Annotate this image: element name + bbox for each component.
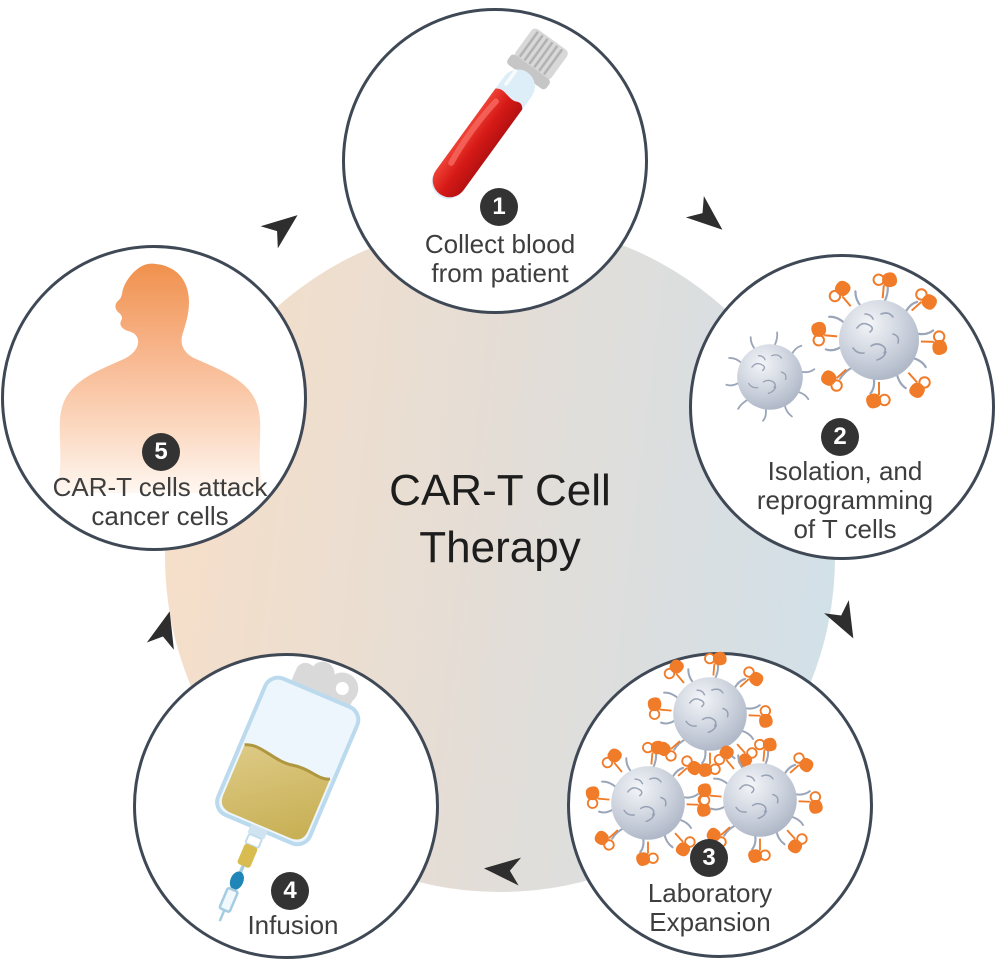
diagram-title: CAR-T Cell Therapy: [340, 462, 660, 576]
step-2-label: Isolation, and reprogramming of T cells: [705, 457, 985, 544]
flow-arrow-5-to-1-icon: [260, 204, 307, 249]
step-5-label-line-2: cancer cells: [91, 501, 229, 531]
patient-silhouette-icon: [56, 263, 264, 493]
step-1-circle: [342, 8, 648, 314]
step-3-number-badge: 3: [690, 839, 728, 877]
step-4-label-line-1: Infusion: [247, 910, 339, 940]
diagram-title-line-1: CAR-T Cell: [389, 466, 611, 515]
step-5-label-line-1: CAR-T cells attack: [52, 472, 268, 502]
step-5-number-badge: 5: [142, 433, 180, 471]
step-5-number: 5: [154, 438, 168, 465]
step-3-label-line-2: Expansion: [649, 907, 771, 937]
step-3-label: Laboratory Expansion: [580, 879, 840, 937]
blood-tube-icon: [431, 28, 568, 199]
step-1-label-line-1: Collect blood: [424, 229, 576, 259]
step-4-number: 4: [283, 877, 297, 904]
step-5-label: CAR-T cells attack cancer cells: [20, 473, 300, 531]
diagram-title-line-2: Therapy: [419, 523, 581, 572]
step-1-number: 1: [492, 193, 506, 220]
step-2-label-line-2: reprogramming: [756, 485, 934, 515]
step-1-label: Collect blood from patient: [370, 230, 630, 288]
step-3-label-line-1: Laboratory: [647, 878, 773, 908]
step-1-number-badge: 1: [480, 188, 518, 226]
step-2-label-line-3: of T cells: [793, 514, 897, 544]
flow-arrow-3-to-4-icon: [482, 854, 522, 886]
iv-infusion-bag-icon: [215, 661, 361, 922]
step-3-number: 3: [702, 844, 716, 871]
step-4-label: Infusion: [163, 911, 423, 940]
flow-arrow-1-to-2-icon: [685, 195, 732, 241]
step-2-number: 2: [833, 423, 847, 450]
step-1-label-line-2: from patient: [431, 258, 569, 288]
step-2-number-badge: 2: [821, 418, 859, 456]
step-2-label-line-1: Isolation, and: [767, 456, 923, 486]
step-4-number-badge: 4: [271, 872, 309, 910]
